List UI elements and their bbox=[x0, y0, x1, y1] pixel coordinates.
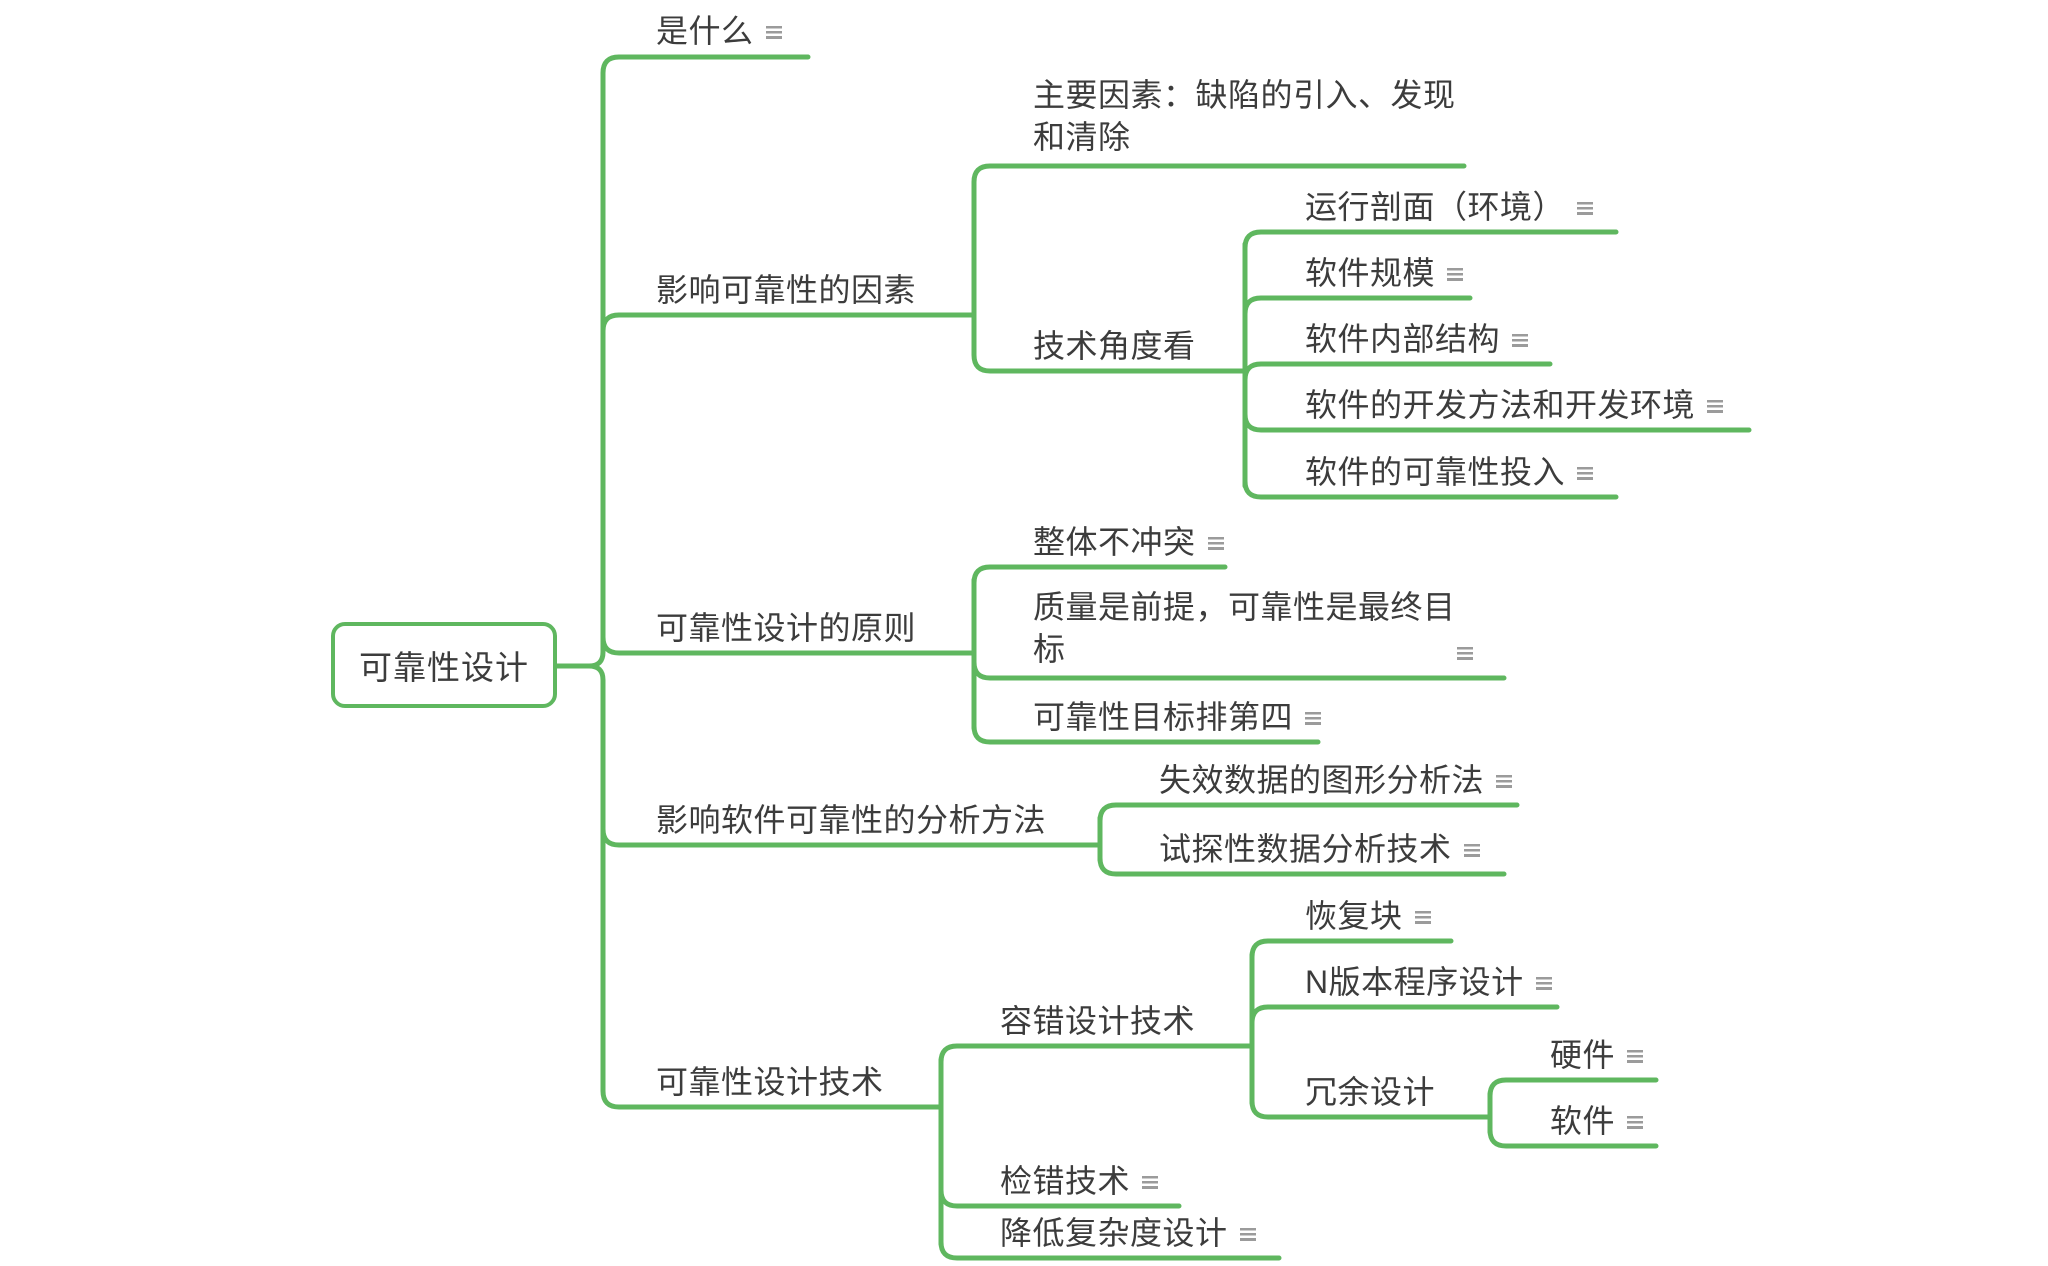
connector-software-child bbox=[1487, 1127, 1659, 1149]
note-icon[interactable] bbox=[1512, 334, 1529, 347]
note-icon[interactable] bbox=[1707, 400, 1724, 413]
connector-failure-data-graph bbox=[1097, 802, 1520, 824]
node-software-scale[interactable]: 软件规模 bbox=[1305, 252, 1464, 294]
connector-no-conflict bbox=[971, 564, 1228, 586]
node-error-detection-label: 检错技术 bbox=[1000, 1163, 1131, 1199]
node-quality-premise-label: 质量是前提，可靠性是最终目标 bbox=[1033, 589, 1456, 667]
node-recovery-block-label: 恢复块 bbox=[1305, 898, 1403, 934]
node-design-principles-label: 可靠性设计的原则 bbox=[656, 610, 917, 646]
node-analysis-methods[interactable]: 影响软件可靠性的分析方法 bbox=[656, 799, 1046, 841]
connector-software-scale bbox=[1242, 295, 1473, 317]
connector-root-what-is bbox=[554, 54, 811, 669]
connector-n-version bbox=[1249, 1004, 1560, 1026]
connector-redundancy bbox=[1249, 1098, 1493, 1120]
node-fault-tolerant-design[interactable]: 容错设计技术 bbox=[1000, 1000, 1195, 1042]
node-goal-fourth-label: 可靠性目标排第四 bbox=[1033, 699, 1294, 735]
node-error-detection[interactable]: 检错技术 bbox=[1000, 1160, 1159, 1202]
node-software[interactable]: 软件 bbox=[1550, 1100, 1644, 1142]
node-design-principles[interactable]: 可靠性设计的原则 bbox=[656, 607, 916, 649]
connector-exploratory-analysis bbox=[1097, 855, 1507, 877]
node-factors[interactable]: 影响可靠性的因素 bbox=[656, 269, 916, 311]
note-icon[interactable] bbox=[1627, 1050, 1644, 1063]
connector-error-detection bbox=[938, 1187, 1182, 1209]
node-operational-profile-label: 运行剖面（环境） bbox=[1305, 189, 1566, 225]
node-no-overall-conflict-label: 整体不冲突 bbox=[1033, 524, 1196, 560]
note-icon[interactable] bbox=[1207, 537, 1224, 550]
connector-factors-technical-view bbox=[971, 312, 1248, 374]
connector-root-design-techniques bbox=[554, 663, 944, 1110]
node-reliability-investment[interactable]: 软件的可靠性投入 bbox=[1305, 451, 1594, 493]
node-factors-label: 影响可靠性的因素 bbox=[656, 272, 917, 308]
node-redundancy-design[interactable]: 冗余设计 bbox=[1305, 1071, 1435, 1113]
connector-internal-structure bbox=[1242, 361, 1553, 383]
connector-fault-tolerant bbox=[938, 1043, 1255, 1065]
note-icon[interactable] bbox=[1414, 911, 1431, 924]
node-fault-tolerant-design-label: 容错设计技术 bbox=[1000, 1003, 1196, 1039]
node-internal-structure-label: 软件内部结构 bbox=[1305, 321, 1501, 357]
connector-root-factors bbox=[600, 312, 977, 334]
node-exploratory-data-analysis[interactable]: 试探性数据分析技术 bbox=[1159, 828, 1480, 870]
connector-root-principles bbox=[600, 634, 977, 656]
node-reliability-investment-label: 软件的可靠性投入 bbox=[1305, 454, 1566, 490]
node-n-version-programming[interactable]: N版本程序设计 bbox=[1305, 961, 1552, 1003]
node-recovery-block[interactable]: 恢复块 bbox=[1305, 895, 1431, 937]
connector-quality-premise bbox=[971, 659, 1507, 681]
connector-dev-method-env bbox=[1242, 411, 1752, 433]
node-dev-method-env[interactable]: 软件的开发方法和开发环境 bbox=[1305, 384, 1724, 426]
node-main-factors-label: 主要因素：缺陷的引入、发现和清除 bbox=[1033, 77, 1456, 155]
note-icon[interactable] bbox=[1239, 1228, 1256, 1241]
node-goal-fourth[interactable]: 可靠性目标排第四 bbox=[1033, 696, 1322, 738]
root-node[interactable]: 可靠性设计 bbox=[331, 622, 557, 708]
connector-root-analysis-methods bbox=[600, 826, 1103, 848]
connector-recovery-block bbox=[1249, 938, 1454, 960]
node-no-overall-conflict[interactable]: 整体不冲突 bbox=[1033, 521, 1224, 563]
node-exploratory-data-analysis-label: 试探性数据分析技术 bbox=[1159, 831, 1452, 867]
connector-reliability-investment bbox=[1242, 478, 1619, 500]
node-failure-data-graph[interactable]: 失效数据的图形分析法 bbox=[1159, 759, 1513, 801]
node-complexity-reduction[interactable]: 降低复杂度设计 bbox=[1000, 1212, 1256, 1254]
note-icon[interactable] bbox=[1457, 647, 1473, 660]
node-technical-view-label: 技术角度看 bbox=[1033, 328, 1196, 364]
node-main-factors[interactable]: 主要因素：缺陷的引入、发现和清除 bbox=[1033, 74, 1481, 158]
note-icon[interactable] bbox=[765, 26, 782, 39]
node-what-is-label: 是什么 bbox=[656, 13, 754, 49]
node-hardware[interactable]: 硬件 bbox=[1550, 1034, 1644, 1076]
note-icon[interactable] bbox=[1577, 202, 1594, 215]
connector-operational-profile bbox=[1242, 229, 1619, 251]
node-dev-method-env-label: 软件的开发方法和开发环境 bbox=[1305, 387, 1696, 423]
connector-complexity-reduction bbox=[938, 1239, 1282, 1261]
node-analysis-methods-label: 影响软件可靠性的分析方法 bbox=[656, 802, 1047, 838]
connector-factors-main-factor bbox=[971, 163, 1467, 318]
node-operational-profile[interactable]: 运行剖面（环境） bbox=[1305, 186, 1594, 228]
note-icon[interactable] bbox=[1535, 977, 1552, 990]
note-icon[interactable] bbox=[1627, 1116, 1644, 1129]
node-complexity-reduction-label: 降低复杂度设计 bbox=[1000, 1215, 1228, 1251]
node-quality-premise[interactable]: 质量是前提，可靠性是最终目标 bbox=[1033, 586, 1473, 670]
node-technical-view[interactable]: 技术角度看 bbox=[1033, 325, 1196, 367]
node-what-is[interactable]: 是什么 bbox=[656, 10, 782, 52]
note-icon[interactable] bbox=[1496, 775, 1513, 788]
node-hardware-label: 硬件 bbox=[1550, 1037, 1616, 1073]
connector-goal-fourth bbox=[971, 723, 1321, 745]
node-design-techniques-label: 可靠性设计技术 bbox=[656, 1064, 884, 1100]
node-internal-structure[interactable]: 软件内部结构 bbox=[1305, 318, 1529, 360]
node-redundancy-design-label: 冗余设计 bbox=[1305, 1074, 1436, 1110]
node-design-techniques[interactable]: 可靠性设计技术 bbox=[656, 1061, 884, 1103]
node-failure-data-graph-label: 失效数据的图形分析法 bbox=[1159, 762, 1485, 798]
node-n-version-programming-label: N版本程序设计 bbox=[1305, 964, 1524, 1000]
node-software-label: 软件 bbox=[1550, 1103, 1616, 1139]
note-icon[interactable] bbox=[1305, 712, 1322, 725]
note-icon[interactable] bbox=[1447, 268, 1464, 281]
connector-hardware bbox=[1487, 1077, 1659, 1099]
note-icon[interactable] bbox=[1577, 467, 1594, 480]
root-node-label: 可靠性设计 bbox=[359, 649, 529, 686]
node-software-scale-label: 软件规模 bbox=[1305, 255, 1436, 291]
note-icon[interactable] bbox=[1463, 844, 1480, 857]
note-icon[interactable] bbox=[1142, 1176, 1159, 1189]
